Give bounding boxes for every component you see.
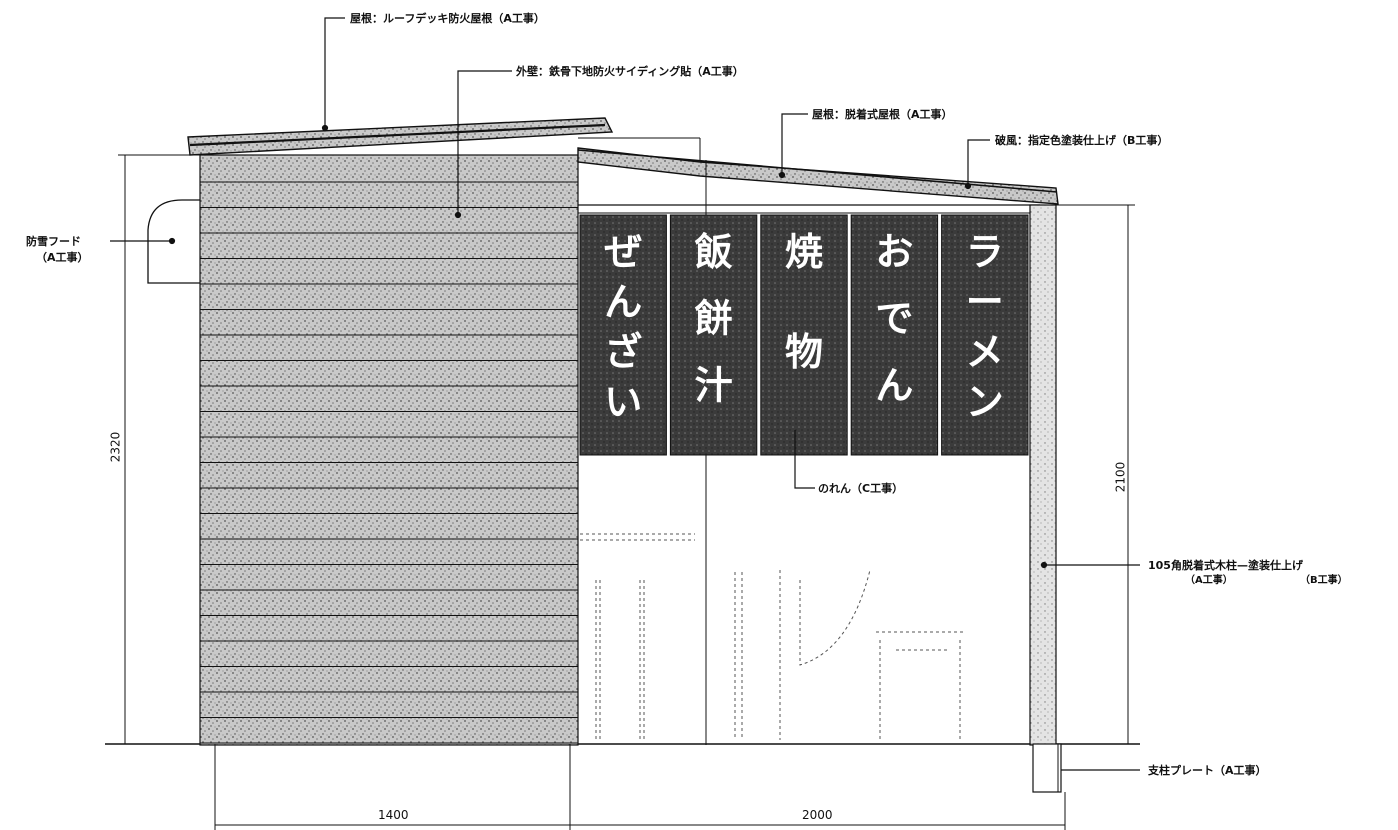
left-wall bbox=[199, 154, 579, 746]
dim-height-right: 2100 bbox=[1113, 461, 1128, 493]
post-callout-a: （A工事） bbox=[1185, 575, 1233, 586]
noren-char: ん bbox=[875, 363, 913, 407]
dim-height-left: 2320 bbox=[108, 431, 123, 463]
roof-main-callout: 屋根：ルーフデッキ防火屋根（A工事） bbox=[350, 12, 545, 25]
noren-char: 焼 bbox=[785, 230, 823, 274]
noren-panel bbox=[579, 214, 667, 456]
noren-char: 汁 bbox=[695, 363, 733, 407]
noren-char: い bbox=[604, 380, 642, 424]
leader-lines bbox=[110, 17, 1140, 771]
interior-sketch bbox=[580, 533, 966, 740]
noren-callout: のれん（C工事） bbox=[818, 482, 904, 495]
base-plate bbox=[1032, 743, 1062, 793]
noren-char: 飯 bbox=[695, 230, 733, 274]
noren-char: ん bbox=[604, 280, 642, 324]
dim-width-right: 2000 bbox=[802, 808, 833, 822]
post-callout: 105角脱着式木柱—塗装仕上げ bbox=[1148, 559, 1303, 572]
noren-char: ぜ bbox=[604, 230, 642, 274]
post-callout-b: （B工事） bbox=[1300, 575, 1348, 586]
noren-panel bbox=[941, 214, 1029, 456]
dim-width-left: 1400 bbox=[378, 808, 409, 822]
noren-char: で bbox=[875, 297, 913, 341]
noren-char: ざ bbox=[604, 330, 642, 374]
gable-callout: 破風：指定色塗装仕上げ（B工事） bbox=[995, 134, 1169, 147]
main-roof bbox=[187, 117, 614, 156]
detachable-roof-callout: 屋根：脱着式屋根（A工事） bbox=[812, 108, 953, 121]
noren-char: ー bbox=[966, 280, 1004, 324]
siding-lines bbox=[200, 181, 578, 744]
noren-char: メ bbox=[966, 330, 1004, 374]
detachable-roof bbox=[577, 147, 1059, 205]
noren-char: 餅 bbox=[695, 297, 733, 341]
noren-char: ラ bbox=[966, 230, 1004, 274]
right-post bbox=[1029, 204, 1057, 746]
rain-hood-callout-sub: （A工事） bbox=[36, 251, 89, 264]
noren-panel bbox=[850, 214, 939, 456]
rain-hood-callout: 防雪フード bbox=[26, 235, 81, 248]
base-plate-callout: 支柱プレート（A工事） bbox=[1148, 764, 1267, 777]
rain-hood bbox=[147, 199, 200, 284]
noren-panel bbox=[669, 214, 758, 456]
noren-char: ン bbox=[966, 380, 1004, 424]
outer-wall-callout: 外壁：鉄骨下地防火サイディング貼（A工事） bbox=[516, 65, 744, 78]
dimension-lines bbox=[118, 154, 1135, 830]
noren-char: お bbox=[875, 230, 913, 274]
noren-panel bbox=[760, 214, 848, 456]
noren-char: 物 bbox=[785, 330, 823, 374]
